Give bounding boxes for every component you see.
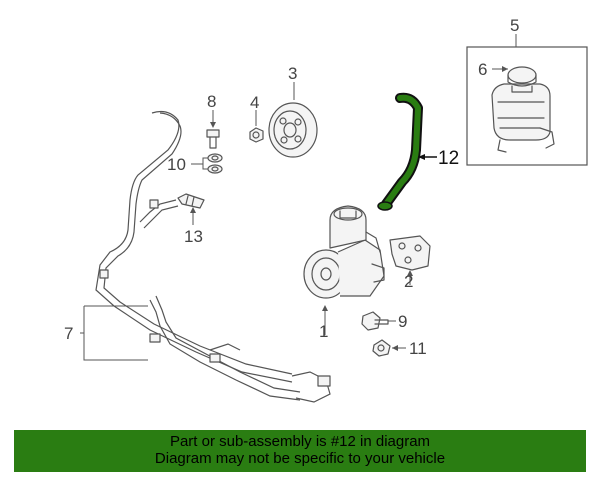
callout-1: 1 [319, 322, 328, 341]
nut [249, 110, 264, 143]
callout-9: 9 [398, 312, 407, 331]
tube-lines [80, 110, 331, 403]
callout-5: 5 [510, 16, 519, 35]
callout-7: 7 [64, 324, 73, 343]
callout-8: 8 [207, 92, 216, 111]
callout-2: 2 [404, 272, 413, 291]
pulley [268, 82, 318, 158]
callout-6: 6 [478, 60, 487, 79]
power-steering-pump [303, 205, 385, 335]
pump-bracket [389, 235, 431, 285]
callout-3: 3 [288, 64, 297, 83]
highlighted-hose-part-12 [377, 92, 437, 211]
callout-11: 11 [409, 339, 427, 358]
bolt [206, 110, 220, 149]
reservoir-assembly [466, 34, 588, 166]
pump-nut [372, 339, 406, 357]
banner-line-1: Part or sub-assembly is #12 in diagram [169, 433, 431, 450]
callout-12: 12 [438, 148, 459, 169]
reservoir-cap [507, 66, 537, 84]
info-banner: Part or sub-assembly is #12 in diagram D… [14, 430, 586, 472]
parts-diagram: 1 2 3 4 5 6 7 8 9 10 11 12 13 [64, 16, 588, 403]
callout-4: 4 [250, 93, 259, 112]
pump-bolt [361, 311, 396, 331]
banner-line-2: Diagram may not be specific to your vehi… [154, 450, 446, 467]
union-connector [177, 193, 205, 225]
callout-13: 13 [184, 227, 203, 246]
washers [191, 153, 223, 174]
callout-10: 10 [167, 155, 186, 174]
